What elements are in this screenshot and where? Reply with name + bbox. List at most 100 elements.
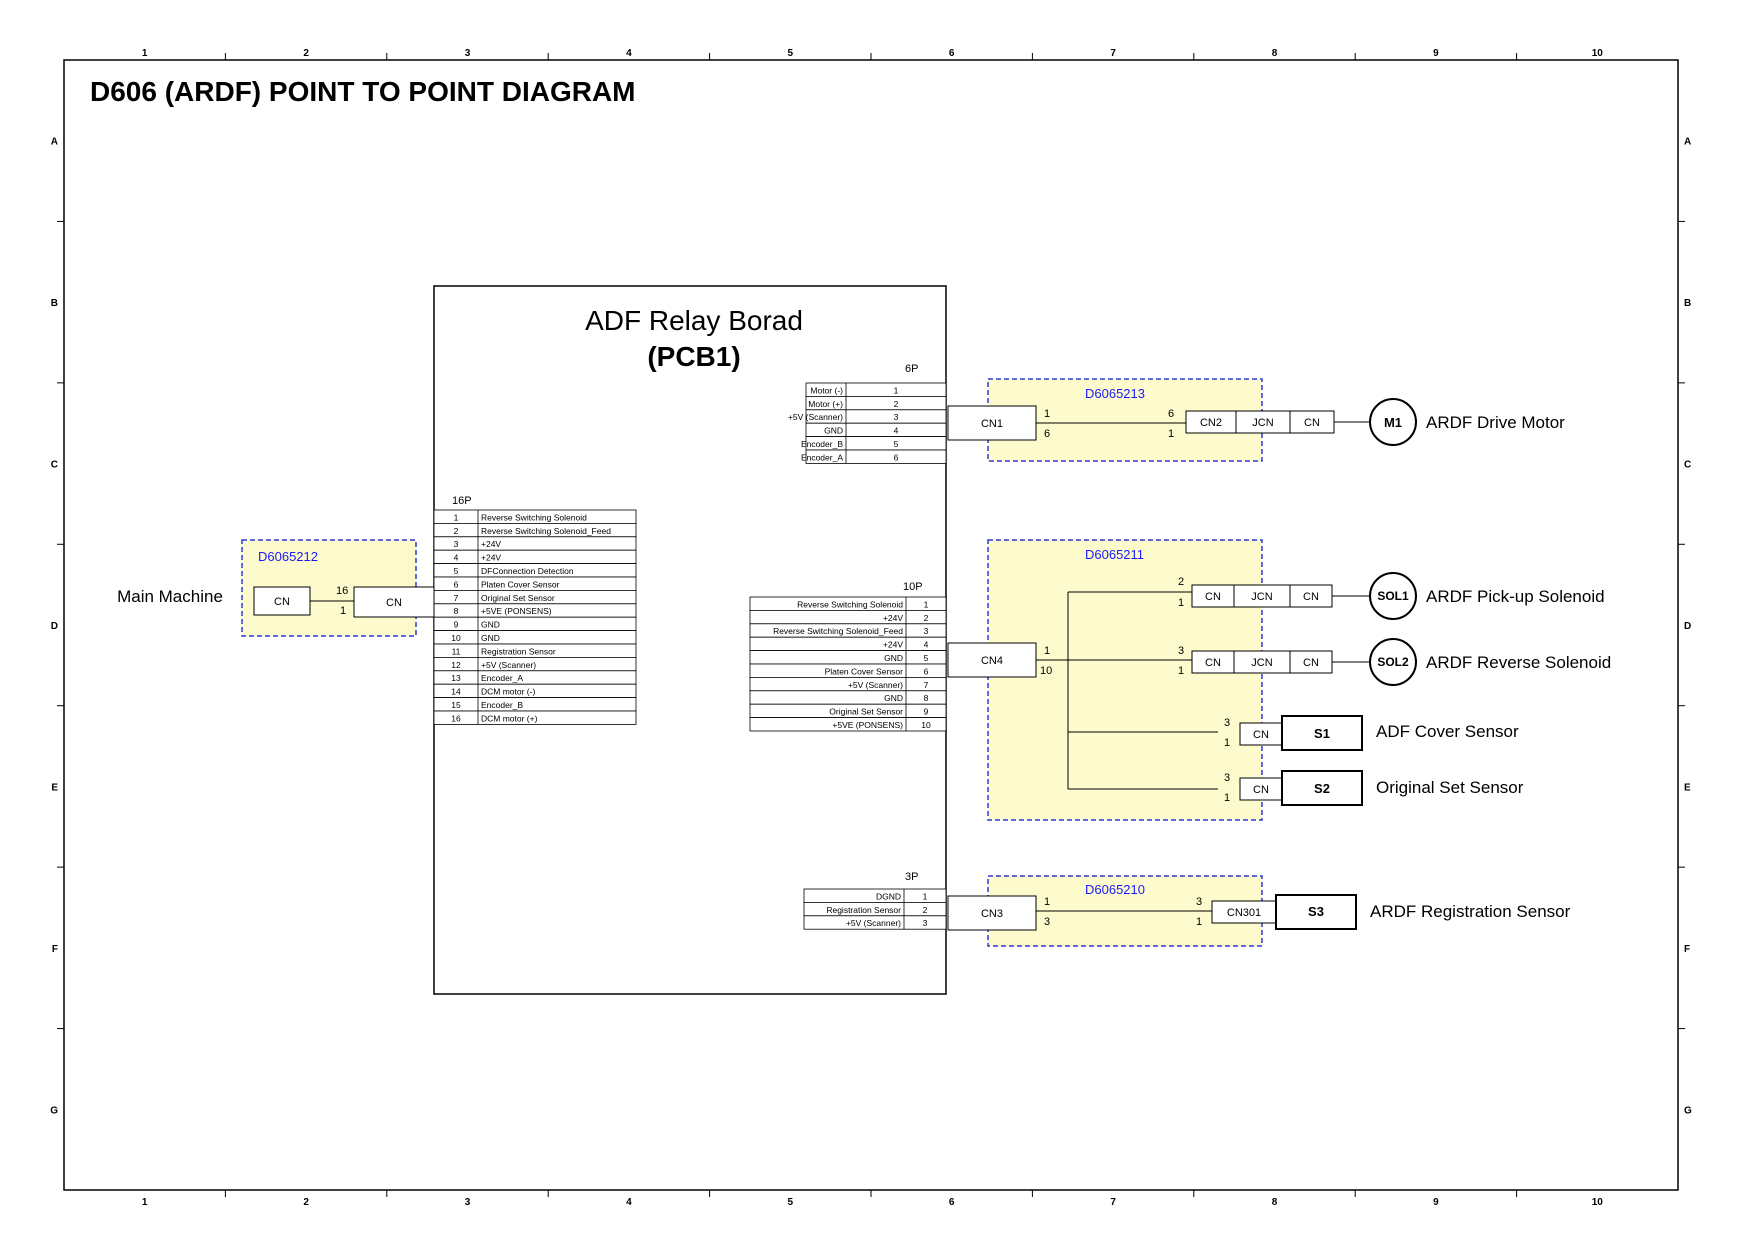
reg-pin-r-top: 3 — [1196, 896, 1202, 908]
conn-10p-pin-signal: +5V (Scanner) — [848, 680, 903, 690]
main-pin-bottom: 1 — [340, 605, 346, 617]
sol2-symbol — [1369, 638, 1417, 686]
grid-col-label-bottom: 4 — [626, 1197, 632, 1208]
conn-16p-pin-signal: Original Set Sensor — [481, 593, 555, 603]
conn-16p-row — [433, 536, 637, 551]
main-machine-label: Main Machine — [117, 587, 223, 606]
grid-col-label-top: 1 — [142, 48, 148, 59]
motor-device-name: ARDF Drive Motor — [1426, 413, 1565, 432]
sol1-cn2-label: CN — [1303, 591, 1319, 603]
grid-col-label-top: 2 — [303, 48, 309, 59]
grid-row-label-left: F — [52, 944, 58, 955]
cn1-label: CN1 — [981, 418, 1003, 430]
s2-cn-label: CN — [1253, 784, 1269, 796]
s1-symbol — [1281, 715, 1363, 751]
conn-10p-pin-number: 5 — [924, 653, 929, 663]
conn-10p-row — [749, 636, 947, 652]
conn-6p-pin-number: 2 — [894, 399, 899, 409]
grid-col-label-top: 4 — [626, 48, 632, 59]
sol2-pin-bottom: 1 — [1178, 665, 1184, 677]
conn-10p-row — [749, 610, 947, 625]
conn-16p-pin-number: 12 — [451, 660, 461, 670]
diagram-title: D606 (ARDF) POINT TO POINT DIAGRAM — [90, 76, 636, 107]
conn-16p-pin-signal: +5VE (PONSENS) — [481, 606, 552, 616]
main-cn-left-label: CN — [274, 596, 290, 608]
conn-10p-pin-number: 1 — [924, 599, 929, 609]
cn4-label: CN4 — [981, 655, 1003, 667]
main-cn-left — [253, 586, 311, 616]
conn-16p-pin-signal: Reverse Switching Solenoid_Feed — [481, 526, 611, 536]
harness-id-d6065212: D6065212 — [258, 549, 318, 564]
conn-16p-pin-number: 14 — [451, 687, 461, 697]
conn-16p-pin-number: 2 — [454, 526, 459, 536]
grid-ruler-ticks — [57, 53, 1685, 1197]
s2-pin-top: 3 — [1224, 772, 1230, 784]
grid-col-label-bottom: 6 — [949, 1197, 955, 1208]
harness-d6065211 — [987, 539, 1263, 821]
sol2-cn2-label: CN — [1303, 657, 1319, 669]
motor-symbol — [1369, 398, 1417, 446]
grid-row-label-left: A — [51, 137, 58, 148]
conn-16p-label: 16P — [452, 495, 472, 507]
conn-16p-pin-number: 7 — [454, 593, 459, 603]
cn4-pin-bottom: 10 — [1040, 665, 1052, 677]
s2-pin-bottom: 1 — [1224, 792, 1230, 804]
conn-16p-pin-number: 16 — [451, 713, 461, 723]
grid-row-label-right: G — [1684, 1105, 1692, 1116]
main-cn-right-label: CN — [386, 597, 402, 609]
conn-10p-pin-signal: +24V — [883, 640, 903, 650]
conn-3p-pin-signal: DGND — [876, 891, 901, 901]
s1-device-name: ADF Cover Sensor — [1376, 722, 1519, 741]
conn-16p-row — [433, 616, 637, 632]
conn-10p-pin-number: 6 — [924, 666, 929, 676]
motor-jcn-label: JCN — [1252, 417, 1273, 429]
conn-10p-pin-number: 2 — [924, 613, 929, 623]
main-cn-right — [353, 586, 435, 618]
conn-10p-pin-number: 10 — [921, 720, 931, 730]
grid-row-label-right: B — [1684, 298, 1691, 309]
conn-16p-pin-signal: +24V — [481, 553, 501, 563]
harness-id-d6065210: D6065210 — [1085, 882, 1145, 897]
grid-col-label-bottom: 5 — [788, 1197, 794, 1208]
sol1-jcn-label: JCN — [1251, 591, 1272, 603]
conn-10p-pin-number: 4 — [924, 640, 929, 650]
conn-16p-row — [433, 630, 637, 645]
s2-symbol-label: S2 — [1314, 781, 1330, 796]
s1-pin-bottom: 1 — [1224, 737, 1230, 749]
motor-pin-r-bottom: 1 — [1168, 428, 1174, 440]
cn3-connector — [947, 895, 1037, 931]
grid-col-label-top: 6 — [949, 48, 955, 59]
grid-row-label-left: E — [51, 782, 58, 793]
conn-10p-pin-number: 9 — [924, 707, 929, 717]
s1-symbol-label: S1 — [1314, 726, 1330, 741]
grid-col-label-top: 8 — [1272, 48, 1278, 59]
grid-col-label-bottom: 10 — [1592, 1197, 1604, 1208]
conn-16p-row — [433, 710, 637, 725]
grid-row-label-right: C — [1684, 460, 1691, 471]
conn-10p-pin-signal: Reverse Switching Solenoid — [797, 599, 903, 609]
sol2-pin-top: 3 — [1178, 645, 1184, 657]
conn-6p-pin-number: 6 — [894, 452, 899, 462]
motor-pin-r-top: 6 — [1168, 408, 1174, 420]
conn-10p-pin-signal: +24V — [883, 613, 903, 623]
conn-6p-pin-signal: +5V (Scanner) — [788, 412, 843, 422]
conn-10p-pin-signal: Reverse Switching Solenoid_Feed — [773, 626, 903, 636]
conn-16p-pin-signal: Encoder_A — [481, 673, 523, 683]
conn-16p-pin-signal: Platen Cover Sensor — [481, 579, 560, 589]
cn4-connector — [947, 642, 1037, 678]
board-id: (PCB1) — [647, 341, 740, 372]
sol1-pin-top: 2 — [1178, 576, 1184, 588]
conn-16p-pin-number: 11 — [452, 646, 461, 656]
s1-pin-top: 3 — [1224, 717, 1230, 729]
harness-id-d6065211: D6065211 — [1085, 547, 1144, 562]
conn-16p-pin-number: 8 — [454, 606, 459, 616]
conn-6p-pin-number: 1 — [894, 385, 899, 395]
grid-row-label-right: E — [1684, 782, 1691, 793]
conn-10p-pin-signal: Platen Cover Sensor — [825, 666, 904, 676]
conn-3p-pin-number: 3 — [923, 918, 928, 928]
conn-3p-label: 3P — [905, 871, 918, 883]
conn-16p-pin-number: 4 — [454, 553, 459, 563]
